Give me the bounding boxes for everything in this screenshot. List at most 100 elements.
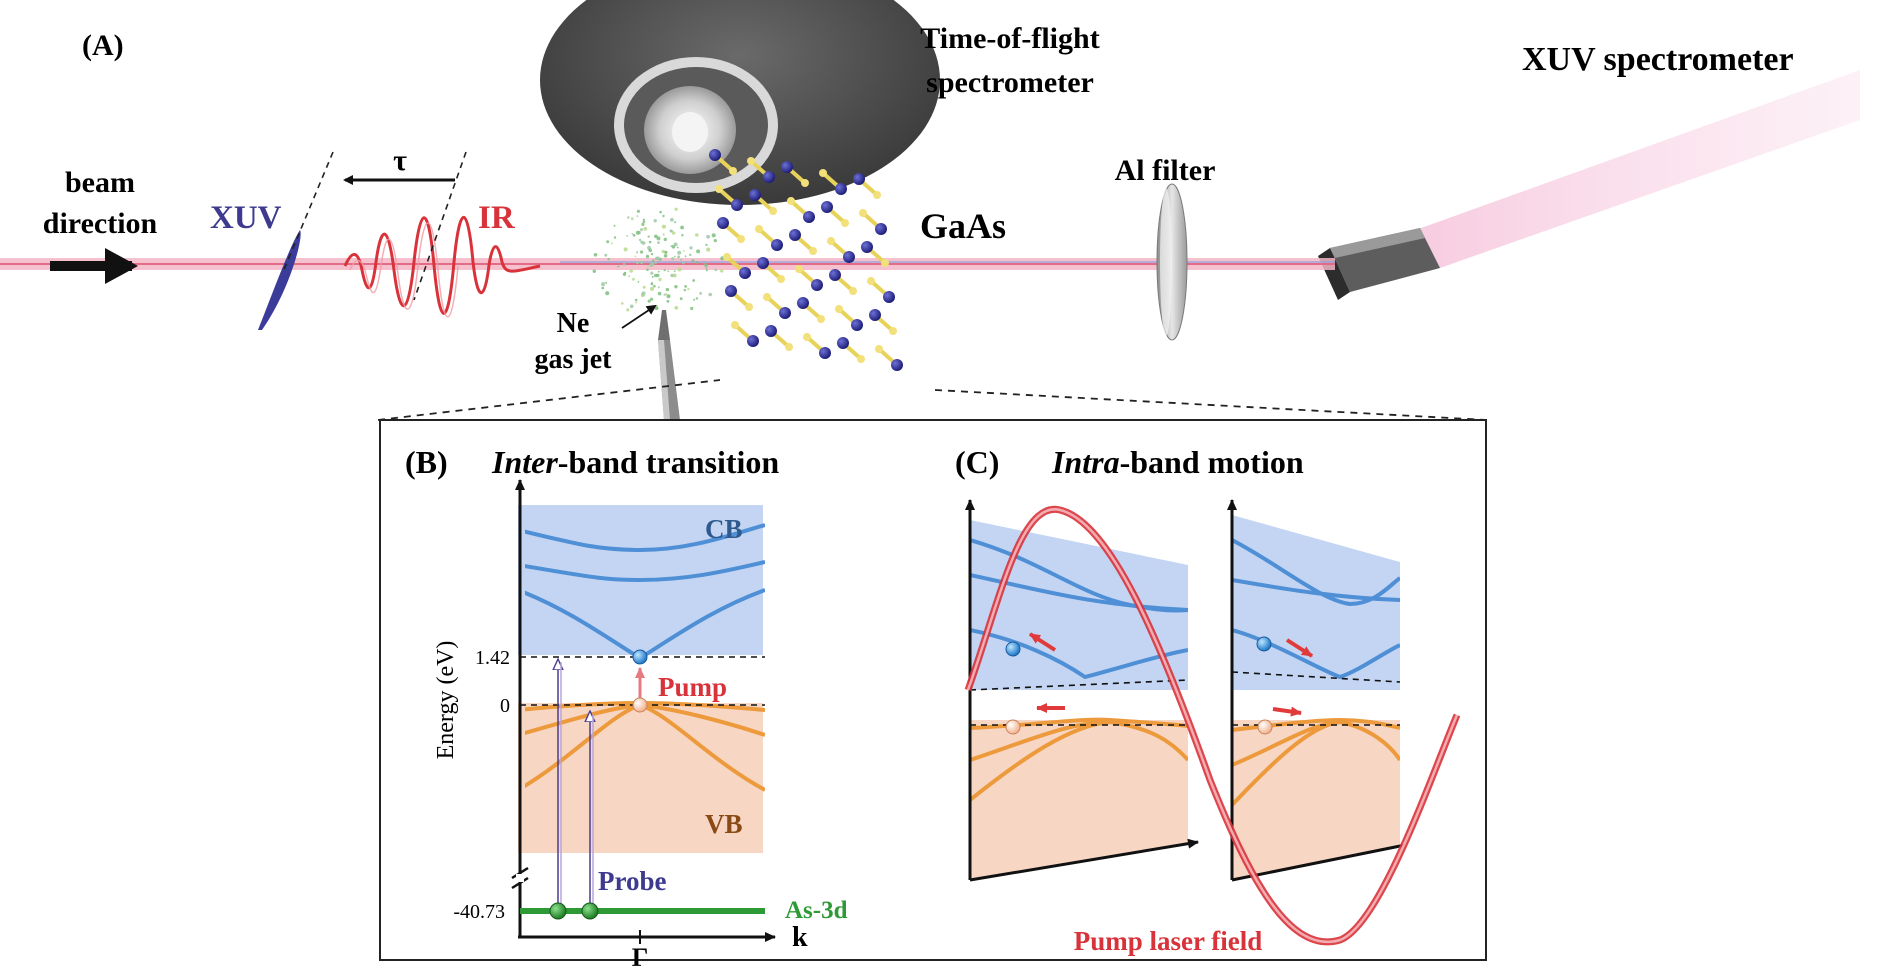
gas-particle: [673, 270, 676, 272]
as-atom: [843, 251, 855, 263]
gas-particle: [650, 271, 654, 275]
ir-label: IR: [478, 200, 516, 236]
tof-spectrometer: [540, 0, 940, 205]
cb-band-2: [525, 560, 765, 583]
as-atom: [771, 239, 783, 251]
tick-142: 1.42: [475, 647, 510, 669]
as-atom: [869, 309, 881, 321]
gas-particle: [674, 285, 678, 289]
delay-line-xuv: [282, 151, 334, 273]
as-atom: [757, 257, 769, 269]
gas-particle: [647, 265, 649, 267]
pump-label: Pump: [658, 672, 727, 702]
gas-particle: [629, 269, 633, 273]
ga-atom: [755, 225, 763, 233]
gas-particle: [689, 246, 693, 250]
gas-particle: [720, 269, 724, 273]
gas-particle: [657, 270, 660, 273]
gas-particle: [661, 224, 667, 229]
gas-particle: [632, 233, 636, 237]
ga-atom: [745, 303, 753, 311]
ir-pulse: [343, 215, 541, 315]
gas-particle: [650, 252, 654, 256]
gas-particle: [613, 224, 616, 227]
gas-particle: [691, 259, 695, 263]
gas-particle: [607, 258, 610, 261]
as-atom: [875, 223, 887, 235]
as-atom: [731, 199, 743, 211]
gas-particle: [703, 262, 706, 266]
ga-atom: [881, 259, 889, 267]
panel-a-label: (A): [82, 29, 124, 62]
as-atom: [891, 359, 903, 371]
as-atom: [789, 229, 801, 241]
ga-atom: [867, 277, 875, 285]
as-atom: [797, 297, 809, 309]
gas-particle: [664, 250, 668, 254]
panel-c-title: Intra-band motion: [1051, 444, 1304, 480]
gas-particle: [706, 234, 710, 239]
ga-atom: [723, 253, 731, 261]
gas-particle: [642, 220, 646, 223]
gas-particle: [695, 297, 699, 300]
gas-particle: [635, 261, 639, 265]
al-filter-label: Al filter: [1115, 154, 1216, 187]
gas-particle: [657, 286, 660, 289]
gas-particle: [681, 261, 685, 265]
gas-particle: [622, 263, 626, 266]
as-atom: [717, 217, 729, 229]
cb-band-1: [525, 523, 765, 553]
gas-particle: [671, 231, 676, 235]
as-atom: [837, 337, 849, 349]
as-atom: [725, 285, 737, 297]
panel-b-label: (B): [405, 444, 448, 480]
tau-label: τ: [393, 144, 407, 177]
gas-particle: [632, 277, 635, 281]
gas-particle: [623, 247, 628, 252]
gas-particle: [650, 286, 654, 291]
xuv-spectrometer-cone: [1410, 70, 1860, 268]
gas-particle: [705, 269, 708, 272]
beam-direction-label-line2: direction: [43, 207, 158, 240]
energy-axis-label: Energy (eV): [433, 641, 459, 760]
gas-particle: [662, 214, 665, 218]
al-filter: [1156, 183, 1188, 341]
gas-particle: [617, 265, 619, 268]
gas-particle: [601, 286, 605, 290]
gas-particle: [663, 269, 666, 272]
k-axis-label: k: [792, 922, 808, 953]
as-atom: [779, 307, 791, 319]
gas-particle: [674, 207, 678, 211]
xuv-label: XUV: [210, 200, 282, 236]
gas-particle: [659, 210, 662, 214]
gas-particle: [657, 241, 660, 245]
gas-particle: [713, 239, 717, 243]
tick-4073: -40.73: [453, 901, 505, 923]
ga-atom: [777, 275, 785, 283]
ga-atom: [819, 169, 827, 177]
as-atom: [749, 189, 761, 201]
hole-vb: [632, 697, 648, 713]
gas-particle: [658, 277, 662, 282]
gas-particle: [680, 225, 684, 230]
gas-particle: [636, 215, 639, 218]
gas-particle: [662, 233, 665, 236]
ga-atom: [849, 287, 857, 295]
ga-atom: [795, 265, 803, 273]
gas-particle: [640, 260, 644, 265]
xuv-spectrometer-block: [1318, 228, 1440, 300]
gas-particle: [650, 261, 655, 266]
gas-particle: [642, 218, 646, 221]
panel-b: (B) Inter-band transition Γ k 1.: [405, 444, 848, 966]
ga-atom: [835, 305, 843, 313]
gas-particle: [670, 245, 673, 247]
gas-particle: [667, 270, 670, 273]
gas-particle: [666, 299, 670, 303]
gas-particle: [630, 217, 634, 221]
as-atom: [811, 279, 823, 291]
gas-particle: [629, 304, 634, 309]
gas-particle: [634, 298, 638, 302]
gas-particle: [679, 297, 683, 301]
gas-particle: [690, 306, 694, 311]
ga-atom: [731, 321, 739, 329]
